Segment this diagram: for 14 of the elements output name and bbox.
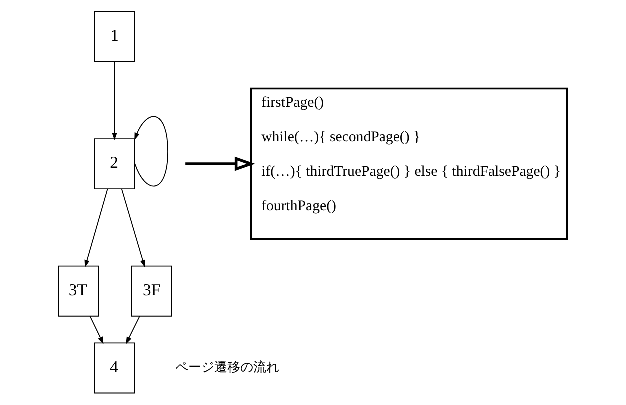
node-box: 1 [94,11,136,62]
node-box: 4 [94,342,136,394]
label: ページ遷移の流れ [175,360,280,376]
arrow [121,188,146,268]
arrow [126,316,140,344]
arrow [84,188,108,268]
arrow [134,116,168,187]
node-box: 2 [94,138,136,190]
arrow [186,156,256,172]
node-box: firstPage() while(…){ secondPage() } if(…){ thirdTruePage() } else { thirdFalsePage() } fourthPage() [250,88,568,240]
arrow [90,316,104,344]
node-box: 3F [131,266,172,317]
arrow [112,61,118,140]
node-box: 3T [58,266,99,317]
